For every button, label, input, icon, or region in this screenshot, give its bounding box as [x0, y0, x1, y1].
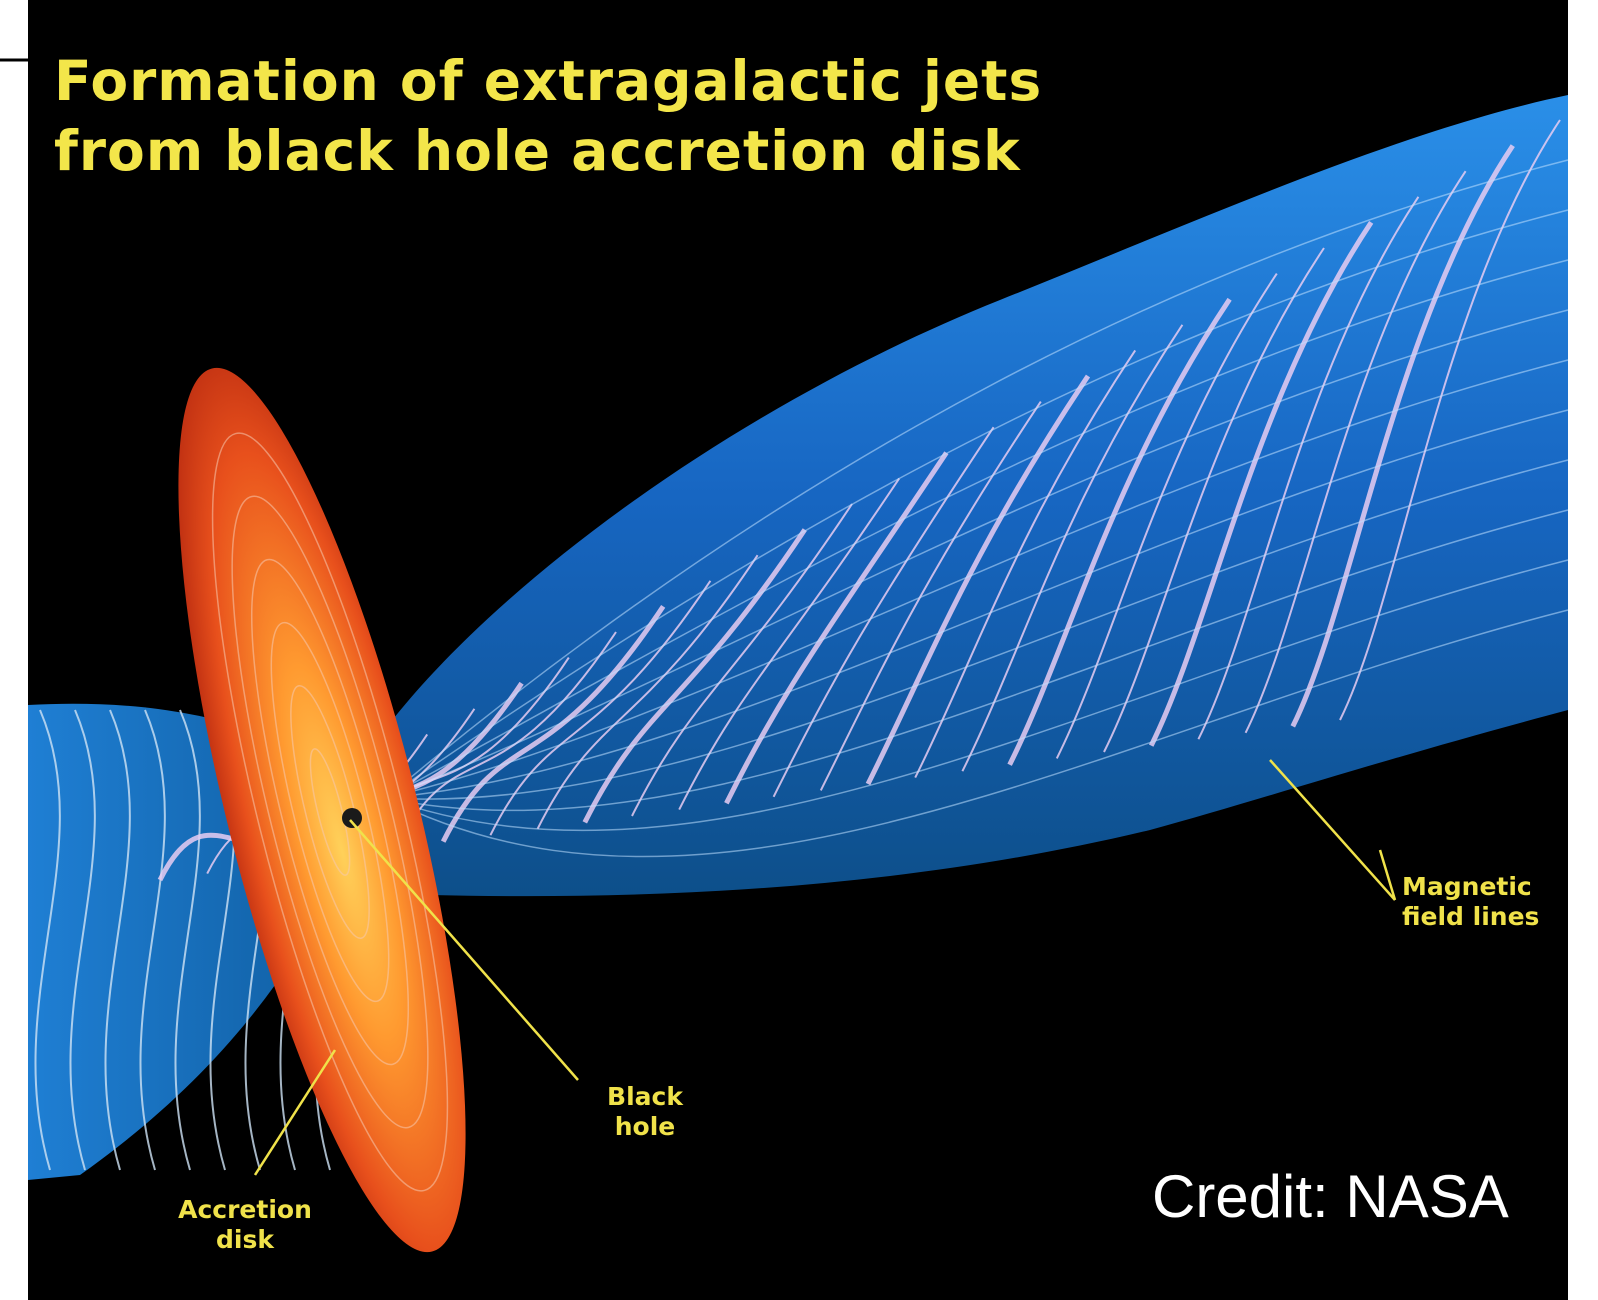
magnetic-label-line-1: Magnetic: [1402, 872, 1539, 902]
black-hole-mark: [342, 808, 362, 828]
magnetic-label-line-2: field lines: [1402, 902, 1539, 932]
accretion-label-line-1: Accretion: [150, 1195, 340, 1225]
accretion-disk-label: Accretion disk: [150, 1195, 340, 1255]
title-line-1: Formation of extragalactic jets: [54, 46, 1042, 116]
title-line-2: from black hole accretion disk: [54, 116, 1042, 186]
black-hole-label-line-2: hole: [585, 1112, 705, 1142]
credit-text: Credit: NASA: [1152, 1162, 1509, 1232]
black-hole-label: Black hole: [585, 1082, 705, 1142]
magnetic-field-lines-label: Magnetic field lines: [1402, 872, 1539, 932]
accretion-label-line-2: disk: [150, 1225, 340, 1255]
diagram-title: Formation of extragalactic jets from bla…: [54, 46, 1042, 186]
black-hole-label-line-1: Black: [585, 1082, 705, 1112]
